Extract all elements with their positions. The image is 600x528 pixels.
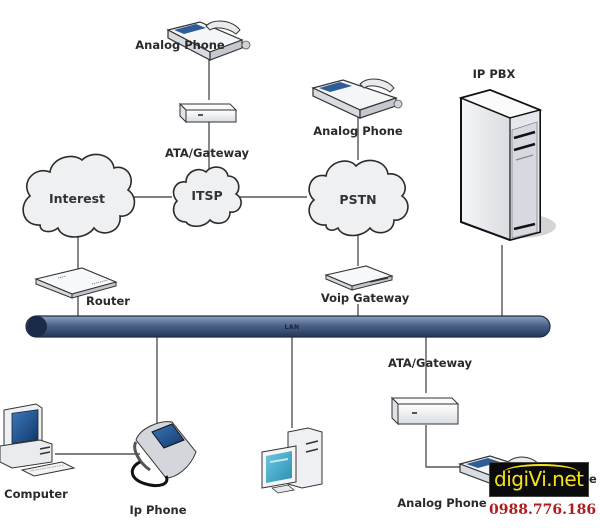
ata-gateway-bottom: ATA/Gateway bbox=[388, 356, 473, 426]
itsp-cloud-label: ITSP bbox=[191, 188, 222, 203]
workstation-icon bbox=[261, 427, 323, 494]
pstn-cloud: PSTN bbox=[308, 159, 409, 237]
connections bbox=[55, 58, 503, 468]
watermark-brand: digiVi.net bbox=[494, 467, 584, 491]
lan-label: LAN bbox=[285, 324, 300, 331]
ip-phone-label: Ip Phone bbox=[129, 503, 186, 517]
watermark-logo: digiVi.net bbox=[489, 462, 589, 497]
pstn-cloud-label: PSTN bbox=[339, 192, 376, 207]
analog-phone-top-label: Analog Phone bbox=[135, 38, 225, 52]
ip-pbx-label: IP PBX bbox=[473, 67, 516, 81]
desk-phone-icon bbox=[166, 20, 251, 61]
voip-gateway: Voip Gateway bbox=[321, 265, 410, 305]
router-icon bbox=[34, 267, 118, 299]
itsp-cloud: ITSP bbox=[172, 166, 242, 228]
watermark-phone: 0988.776.186 bbox=[489, 502, 597, 518]
desk-phone-icon bbox=[311, 78, 403, 119]
lan-bus: LAN bbox=[25, 315, 551, 338]
desktop-computer-icon bbox=[0, 403, 76, 477]
watermark-trailing-char: e bbox=[589, 472, 597, 486]
ip-phone-icon bbox=[130, 421, 197, 488]
voip-gateway-icon bbox=[324, 265, 394, 291]
wire-ata-bottom-to-analog-phone bbox=[425, 425, 462, 468]
interest-cloud-label: Interest bbox=[49, 191, 105, 206]
analog-phone-pstn: Analog Phone bbox=[311, 78, 403, 138]
analog-phone-pstn-label: Analog Phone bbox=[313, 124, 403, 138]
router-label: Router bbox=[86, 294, 130, 308]
computer-label: Computer bbox=[4, 487, 68, 501]
logo-arc-icon bbox=[504, 464, 578, 480]
server-tower-icon bbox=[458, 88, 556, 242]
ata-gateway-top: ATA/Gateway bbox=[165, 102, 250, 160]
analog-phone-bottom-label: Analog Phone bbox=[397, 496, 487, 510]
ip-pbx: IP PBX bbox=[458, 67, 556, 242]
voip-gateway-label: Voip Gateway bbox=[321, 291, 410, 305]
workstation bbox=[261, 427, 323, 494]
interest-cloud: Interest bbox=[22, 153, 136, 238]
ata-gateway-bottom-label: ATA/Gateway bbox=[388, 356, 473, 370]
ip-phone: Ip Phone bbox=[129, 421, 197, 517]
analog-phone-top: Analog Phone bbox=[135, 20, 251, 61]
computer: Computer bbox=[0, 403, 76, 501]
ata-gateway-top-label: ATA/Gateway bbox=[165, 146, 250, 160]
gateway-box-icon bbox=[178, 102, 238, 124]
gateway-box-icon bbox=[390, 396, 460, 426]
router: Router bbox=[34, 267, 130, 308]
